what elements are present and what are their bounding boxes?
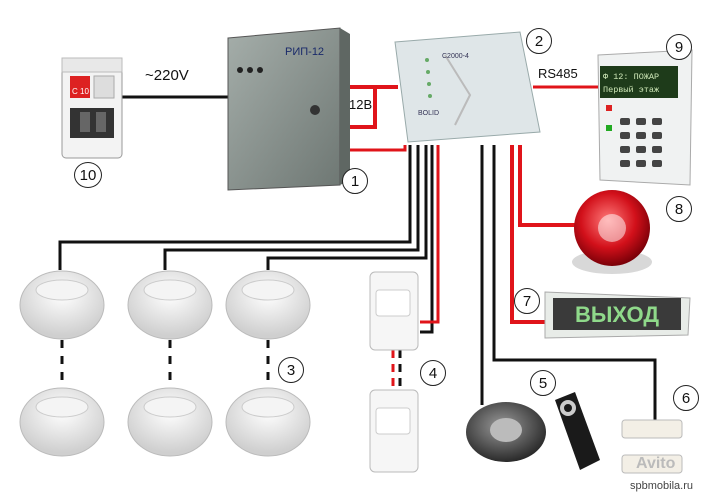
psu-name: РИП-12 [285, 46, 324, 58]
label-voltage-dc: 12В [349, 97, 372, 112]
controller-name: С2000-4 [442, 53, 469, 60]
keypad-line-2: Первый этаж [603, 85, 660, 95]
callout-1: 1 [342, 168, 368, 194]
touch-key-fob [555, 392, 600, 470]
controller-unit: С2000-4 BOLID [394, 31, 541, 143]
smoke-detector [225, 387, 311, 457]
wire-siren [518, 145, 575, 227]
keypad-panel: Ф 12: ПОЖАР Первый этаж [597, 49, 693, 186]
circuit-breaker [61, 57, 123, 159]
exit-sign: ВЫХОД [544, 291, 691, 339]
wiring [58, 85, 657, 420]
callout-5: 5 [530, 370, 556, 396]
smoke-detector [19, 270, 105, 340]
smoke-detectors [19, 270, 311, 457]
motion-sensor [369, 389, 419, 473]
wire-detector-3 [266, 145, 428, 270]
callout-7: 7 [514, 288, 540, 314]
wire-motion-red [420, 145, 440, 324]
door-contact [621, 419, 683, 474]
power-supply-cabinet: РИП-12 [227, 27, 350, 191]
smoke-detector [127, 270, 213, 340]
wire-psu-controller [335, 145, 407, 152]
motion-sensor [369, 271, 419, 351]
watermark-site: spbmobila.ru [630, 480, 693, 492]
callout-4: 4 [420, 360, 446, 386]
wire-detector-2 [163, 145, 420, 270]
wire-motion-black [420, 145, 434, 334]
smoke-detector [127, 387, 213, 457]
wire-detector-1 [58, 145, 412, 270]
motion-sensors [369, 271, 419, 473]
label-rs485: RS485 [538, 66, 578, 81]
wire-door-contact [492, 145, 657, 420]
label-voltage-ac: ~220V [145, 67, 189, 84]
exit-sign-text: ВЫХОД [575, 302, 659, 327]
watermark-brand: Avito [636, 455, 676, 472]
controller-brand: BOLID [418, 110, 439, 117]
keypad-buttons [606, 105, 662, 167]
smoke-detector [19, 387, 105, 457]
breaker-rating: C 10 [72, 87, 89, 96]
key-reader [466, 402, 546, 462]
smoke-detector [225, 270, 311, 340]
wire-exit-sign [510, 145, 545, 324]
keypad-line-1: Ф 12: ПОЖАР [603, 72, 659, 82]
callout-3: 3 [278, 357, 304, 383]
callout-9: 9 [666, 34, 692, 60]
callout-6: 6 [673, 385, 699, 411]
siren [572, 190, 652, 274]
callout-10: 10 [74, 162, 102, 188]
callout-8: 8 [666, 196, 692, 222]
callout-2: 2 [526, 28, 552, 54]
